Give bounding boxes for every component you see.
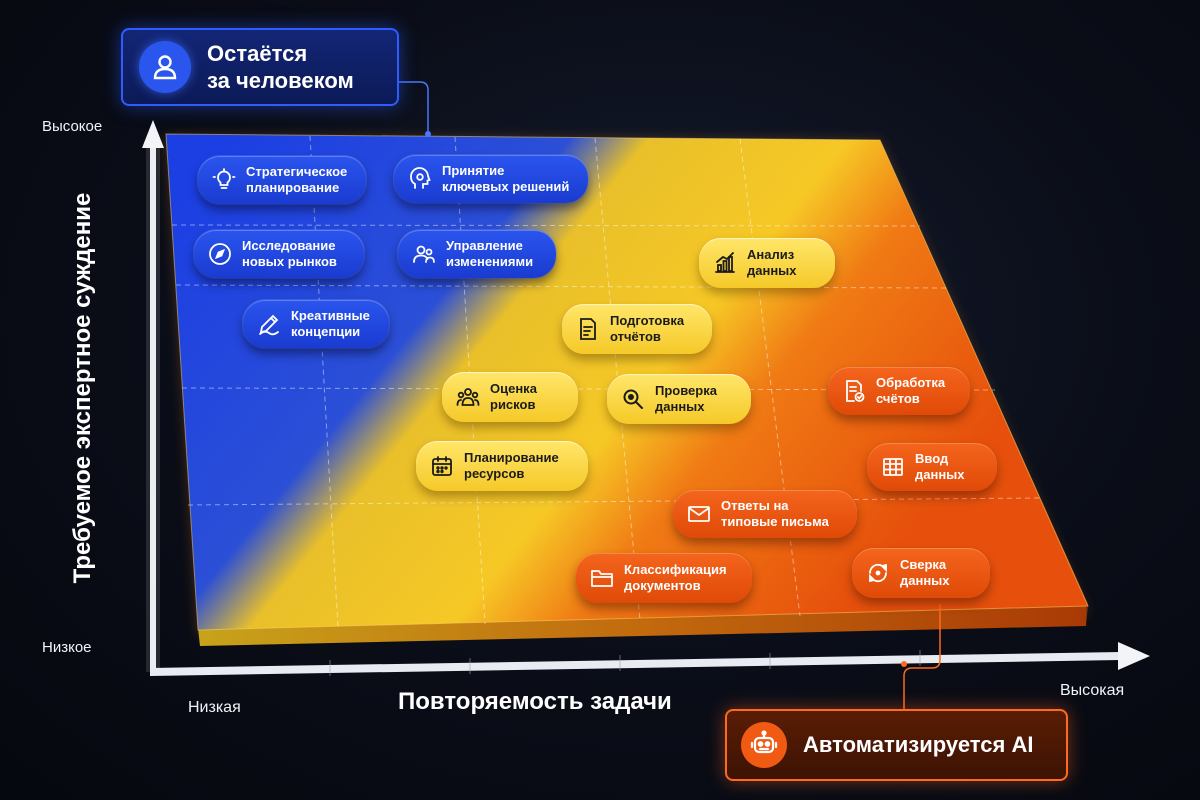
y-axis xyxy=(142,120,164,672)
task-label-line1: Обработка xyxy=(876,375,946,390)
task-label-line2: данных xyxy=(747,263,797,278)
task-label-line2: изменениями xyxy=(446,254,534,269)
pencil-icon xyxy=(257,312,281,336)
task-label-line1: Проверка xyxy=(655,383,717,398)
task-label-line2: счётов xyxy=(876,391,920,406)
task-label-line1: Подготовка xyxy=(610,313,685,328)
task-label-line2: документов xyxy=(624,578,701,593)
envelope-icon xyxy=(687,502,711,526)
task-label-line2: данных xyxy=(655,399,705,414)
x-axis xyxy=(150,642,1150,676)
human-callout: Остаётся за человеком xyxy=(121,28,399,106)
task-label-line1: Исследование xyxy=(242,238,336,253)
magnifier-icon xyxy=(621,387,645,411)
person-icon xyxy=(139,41,191,93)
task-label-line1: Ответы на xyxy=(721,498,789,513)
task-label-line1: Креативные xyxy=(291,308,370,323)
x-axis-title: Повторяемость задачи xyxy=(398,688,672,715)
task-label-line1: Анализ xyxy=(747,247,795,262)
bar-chart-icon xyxy=(713,251,737,275)
table-icon xyxy=(881,455,905,479)
y-axis-title: Требуемое экспертное суждение xyxy=(69,192,96,584)
connector-lines xyxy=(399,81,941,709)
task-label-line2: отчётов xyxy=(610,329,661,344)
human-callout-line1: Остаётся xyxy=(207,41,308,66)
folder-icon xyxy=(590,566,614,590)
task-label-line2: рисков xyxy=(490,397,536,412)
task-label-line1: Принятие xyxy=(442,163,505,178)
y-axis-high-label: Высокое xyxy=(42,118,103,135)
compass-icon xyxy=(208,242,232,266)
calendar-icon xyxy=(430,454,454,478)
task-label-line1: Планирование xyxy=(464,450,559,465)
human-callout-line2: за человеком xyxy=(207,68,354,93)
task-label-line2: данных xyxy=(915,467,965,482)
head-gear-icon xyxy=(408,167,432,191)
robot-icon xyxy=(741,722,787,768)
task-label-line2: планирование xyxy=(246,180,340,195)
task-label-line1: Оценка xyxy=(490,381,537,396)
ai-callout: Автоматизируется AI xyxy=(725,709,1068,781)
lightbulb-icon xyxy=(212,168,236,192)
task-label-line2: ключевых решений xyxy=(442,179,570,194)
task-label-line2: концепции xyxy=(291,324,361,339)
task-label-line2: новых рынков xyxy=(242,254,337,269)
task-label-line1: Сверка xyxy=(900,557,947,572)
task-label-line1: Управление xyxy=(446,238,523,253)
x-axis-low-label: Низкая xyxy=(188,699,241,716)
y-axis-low-label: Низкое xyxy=(42,639,92,656)
task-label-line1: Стратегическое xyxy=(246,164,348,179)
people-icon xyxy=(412,242,436,266)
ai-callout-label: Автоматизируется AI xyxy=(803,732,1034,757)
group-icon xyxy=(456,385,480,409)
invoice-icon xyxy=(842,379,866,403)
task-label-line2: ресурсов xyxy=(464,466,525,481)
task-label-line1: Классификация xyxy=(624,562,727,577)
sync-icon xyxy=(866,561,890,585)
task-label-line2: типовые письма xyxy=(721,514,829,529)
task-label-line1: Ввод xyxy=(915,451,949,466)
task-label-line2: данных xyxy=(900,573,950,588)
report-icon xyxy=(576,317,600,341)
x-axis-high-label: Высокая xyxy=(1060,682,1125,699)
